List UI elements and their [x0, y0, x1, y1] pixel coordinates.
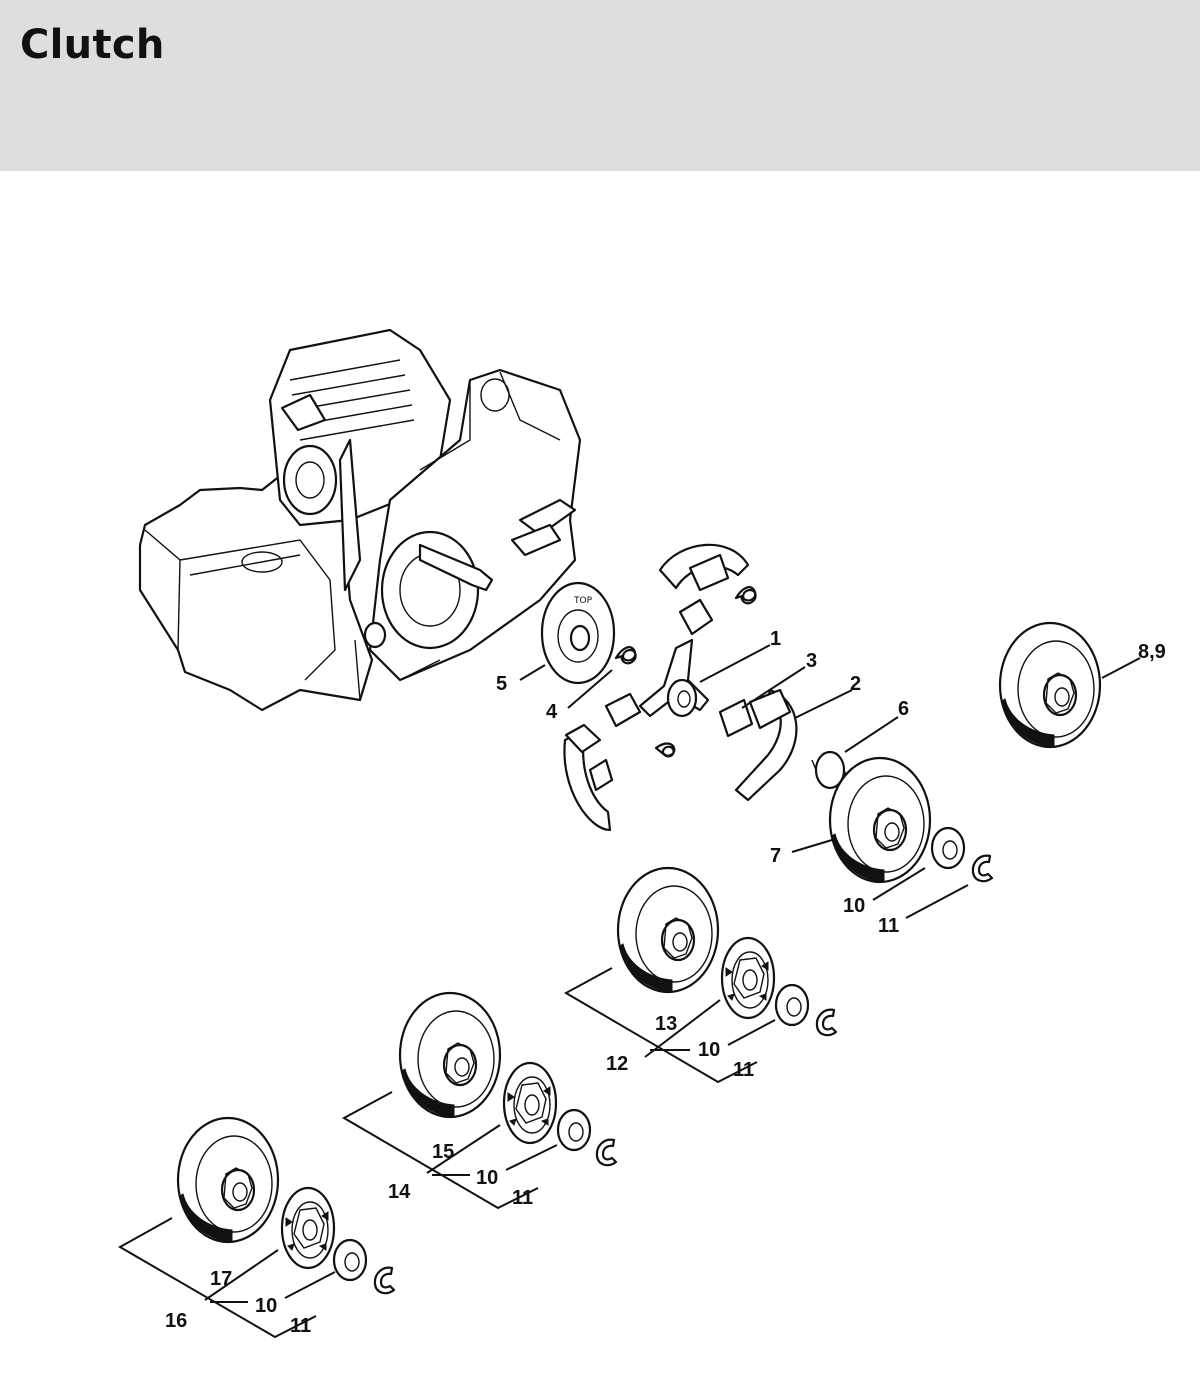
callout-13: 13 — [655, 1013, 677, 1035]
eclip-11c-illustration — [595, 1138, 618, 1167]
callout-11d: 11 — [290, 1315, 311, 1337]
callout-3: 3 — [806, 650, 817, 672]
clutch-assembly-illustration: TOP — [540, 543, 849, 832]
callout-10b: 10 — [698, 1039, 720, 1061]
callout-12: 12 — [606, 1053, 628, 1075]
drum-8-9-illustration — [998, 621, 1102, 749]
callout-8-9: 8,9 — [1138, 641, 1166, 663]
callout-2: 2 — [850, 673, 861, 695]
eclip-11b-illustration — [815, 1008, 838, 1037]
callout-11b: 11 — [733, 1059, 754, 1081]
drum-7-illustration — [828, 756, 932, 884]
callout-11c: 11 — [512, 1187, 533, 1209]
sprocket-13-illustration — [720, 936, 776, 1020]
header-bar: Clutch — [0, 0, 1200, 171]
engine-housing-illustration — [138, 328, 582, 712]
callout-6: 6 — [898, 698, 909, 720]
eclip-11a-illustration — [971, 854, 994, 883]
callout-14: 14 — [388, 1181, 411, 1203]
washer-10b-illustration — [774, 983, 810, 1027]
washer-10d-illustration — [332, 1238, 368, 1282]
washer-10a-illustration — [930, 826, 966, 870]
drum-16-illustration — [176, 1116, 280, 1244]
callout-11a: 11 — [878, 915, 899, 937]
sprocket-17-illustration — [280, 1186, 336, 1270]
callout-15: 15 — [432, 1141, 454, 1163]
sprocket-15-illustration — [502, 1061, 558, 1145]
callout-5: 5 — [496, 673, 507, 695]
page-title: Clutch — [20, 22, 165, 68]
svg-text:TOP: TOP — [573, 596, 593, 606]
callout-labels: 1 2 3 4 5 6 7 8,9 10 11 12 13 10 11 14 1… — [165, 628, 1166, 1337]
callout-4: 4 — [546, 701, 558, 723]
callout-1: 1 — [770, 628, 781, 650]
callout-10d: 10 — [255, 1295, 277, 1317]
drum-14-illustration — [398, 991, 502, 1119]
callout-10c: 10 — [476, 1167, 498, 1189]
leader-lines — [117, 644, 1141, 1339]
callout-17: 17 — [210, 1268, 232, 1290]
eclip-11d-illustration — [373, 1266, 396, 1295]
callout-16: 16 — [165, 1310, 187, 1332]
callout-7: 7 — [770, 845, 781, 867]
washer-10c-illustration — [556, 1108, 592, 1152]
drum-12-illustration — [616, 866, 720, 994]
callout-10a: 10 — [843, 895, 865, 917]
